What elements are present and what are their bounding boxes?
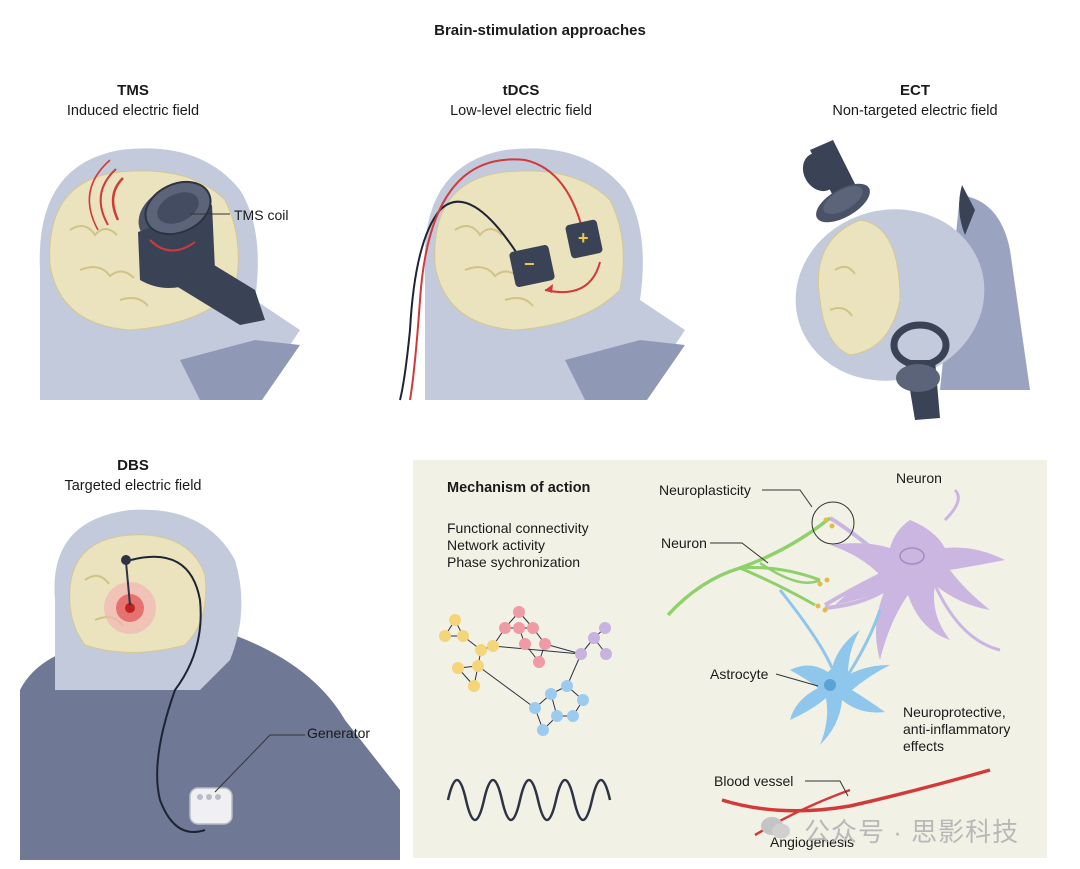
tdcs-subtitle: Low-level electric field bbox=[450, 103, 592, 119]
effect-functional-connectivity: Functional connectivity bbox=[447, 520, 589, 536]
dbs-subtitle: Targeted electric field bbox=[64, 478, 202, 494]
mechanism-title: Mechanism of action bbox=[447, 480, 591, 496]
ect-title: ECT bbox=[900, 82, 930, 99]
dbs-title: DBS bbox=[117, 457, 149, 474]
label-blood-vessel: Blood vessel bbox=[714, 773, 794, 789]
mechanism-panel bbox=[413, 460, 1047, 858]
figure-title: Brain-stimulation approaches bbox=[434, 22, 646, 39]
effect-network-activity: Network activity bbox=[447, 537, 546, 553]
wechat-logo-icon bbox=[760, 814, 790, 840]
label-neuroprotective: Neuroprotective, anti-inflammatory effec… bbox=[903, 704, 1011, 754]
label-angiogenesis: Angiogenesis bbox=[770, 834, 855, 850]
tdcs-cathode-sign: − bbox=[524, 254, 535, 274]
tms-subtitle: Induced electric field bbox=[66, 103, 200, 119]
generator-label: Generator bbox=[307, 725, 371, 741]
label-astrocyte: Astrocyte bbox=[710, 666, 769, 682]
tms-title: TMS bbox=[117, 82, 149, 99]
tdcs-anode-sign: + bbox=[578, 228, 589, 248]
tms-coil-label: TMS coil bbox=[234, 207, 289, 223]
label-neuron-left: Neuron bbox=[661, 535, 707, 551]
label-neuron-right: Neuron bbox=[896, 470, 942, 486]
tdcs-title: tDCS bbox=[502, 82, 540, 99]
effect-phase-synchronization: Phase sychronization bbox=[447, 554, 581, 570]
label-neuroplasticity: Neuroplasticity bbox=[659, 482, 751, 498]
ect-subtitle: Non-targeted electric field bbox=[832, 103, 998, 119]
